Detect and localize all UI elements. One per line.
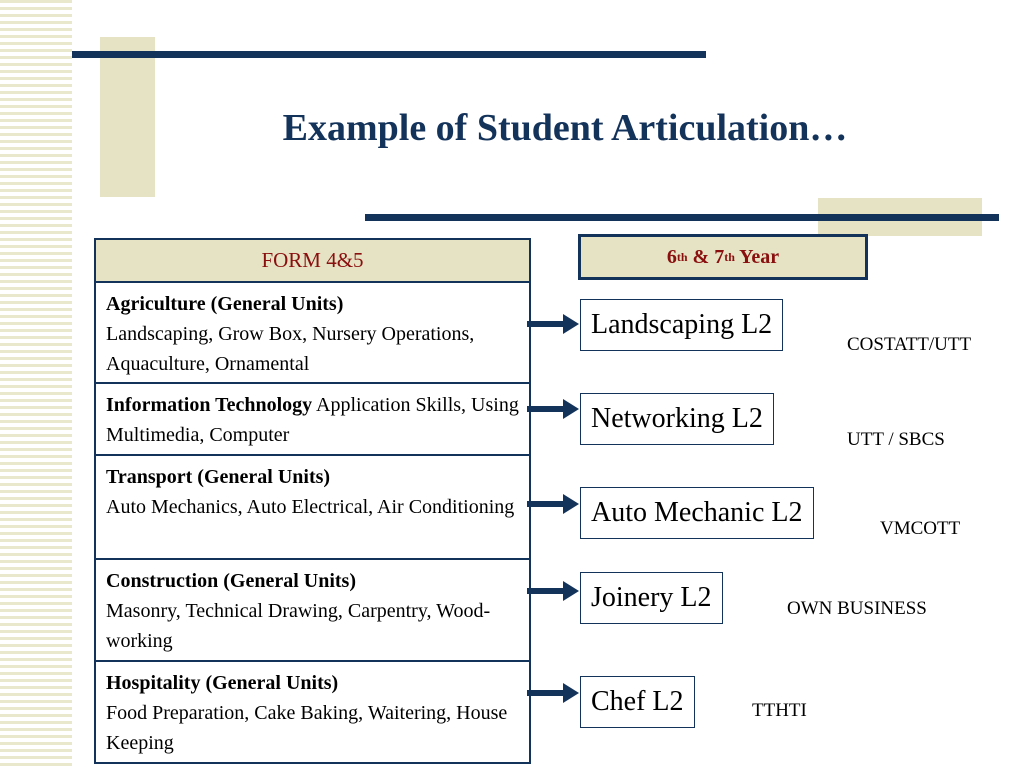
row-heading: Hospitality (General Units) — [106, 672, 339, 694]
pathway-box-landscaping: Landscaping L2 — [580, 299, 784, 351]
table-row: Hospitality (General Units) Food Prepara… — [96, 662, 529, 762]
institution-label: VMCOTT — [880, 518, 961, 539]
pathway-box-networking: Networking L2 — [580, 393, 774, 445]
institution-label: COSTATT/UTT — [847, 334, 972, 355]
row-body: Application Skills, Using Multimedia, Co… — [106, 394, 519, 446]
institution-label: TTHTI — [752, 700, 807, 721]
row-body: Auto Mechanics, Auto Electrical, Air Con… — [106, 496, 515, 518]
year-number-6: 6 — [666, 245, 677, 268]
arrow-right-icon — [527, 494, 579, 514]
table-row: Information Technology Application Skill… — [96, 384, 529, 456]
row-heading: Construction (General Units) — [106, 570, 356, 592]
page-title: Example of Student Articulation… — [282, 107, 848, 149]
table-row: Agriculture (General Units) Landscaping,… — [96, 283, 529, 384]
year-suffix-7: th — [724, 249, 735, 264]
pathway-box-auto-mechanic: Auto Mechanic L2 — [580, 487, 814, 539]
row-heading: Information Technology — [106, 394, 313, 416]
row-heading: Agriculture (General Units) — [106, 293, 344, 315]
row-heading: Transport (General Units) — [106, 466, 331, 488]
institution-label: OWN BUSINESS — [787, 598, 927, 619]
pathway-box-joinery: Joinery L2 — [580, 572, 723, 624]
institution-label: UTT / SBCS — [847, 429, 945, 450]
arrow-right-icon — [527, 683, 579, 703]
year-label: Year — [734, 245, 780, 268]
decorative-block-top — [100, 37, 155, 197]
arrow-right-icon — [527, 399, 579, 419]
year-suffix-6: th — [676, 249, 688, 264]
form-table: FORM 4&5 Agriculture (General Units) Lan… — [94, 238, 531, 764]
arrow-right-icon — [527, 314, 579, 334]
row-body: Masonry, Technical Drawing, Carpentry, W… — [106, 600, 491, 652]
year-number-7: 7 — [714, 245, 725, 268]
decorative-line-top — [72, 51, 706, 58]
decorative-line-right — [365, 214, 999, 221]
table-row: Construction (General Units) Masonry, Te… — [96, 560, 529, 662]
form-header: FORM 4&5 — [96, 240, 529, 283]
arrow-right-icon — [527, 581, 579, 601]
row-body: Landscaping, Grow Box, Nursery Operation… — [106, 323, 475, 375]
decorative-stripes — [0, 0, 72, 768]
table-row: Transport (General Units) Auto Mechanics… — [96, 456, 529, 560]
row-body: Food Preparation, Cake Baking, Waitering… — [106, 702, 508, 754]
pathway-box-chef: Chef L2 — [580, 676, 695, 728]
year-ampersand: & — [687, 245, 715, 268]
